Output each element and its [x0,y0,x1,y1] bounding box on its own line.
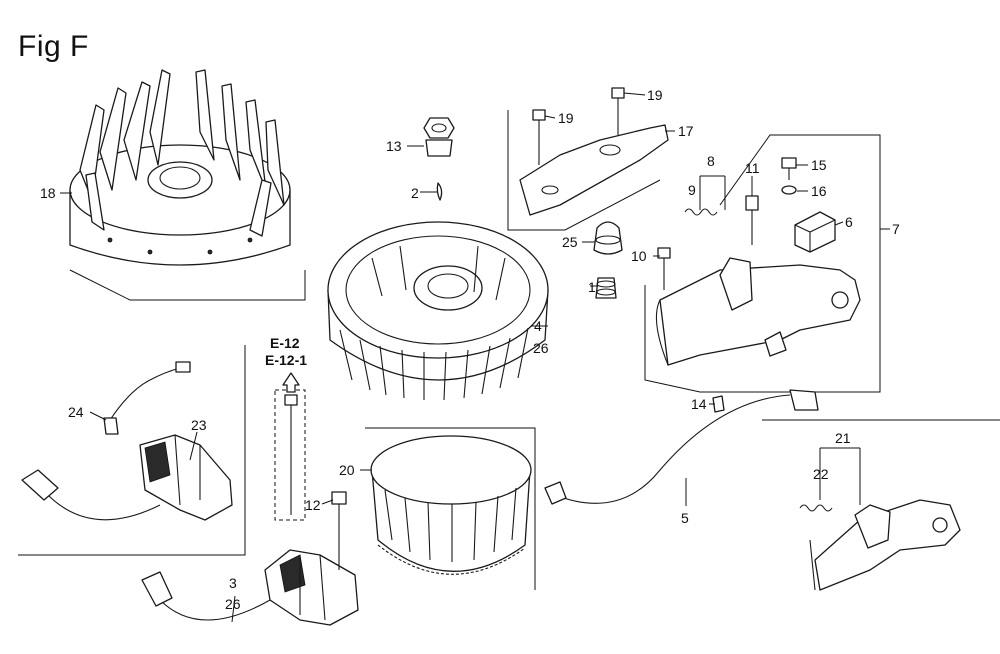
callout-24: 24 [68,404,84,420]
callout-25: 25 [562,234,578,250]
bolt-11 [745,195,759,245]
spring-22 [799,504,833,512]
callout-4: 4 [534,318,542,334]
callout-11: 11 [745,160,760,176]
flywheel-18-box [69,269,306,301]
callout-16: 16 [811,183,827,199]
callout-15: 15 [811,157,827,173]
callout-26a: 26 [533,340,549,356]
bolt-19b [611,87,625,135]
nut-13 [423,117,455,157]
callout-13: 13 [386,138,402,154]
governor-21 [809,499,961,591]
callout-3: 3 [229,575,237,591]
bracket-7 [655,257,861,366]
cover-17 [519,124,669,216]
bracket-7-box [644,134,881,393]
callout-6: 6 [845,214,853,230]
washer-16 [781,185,797,195]
reference-e12: E-12 [270,335,300,351]
callout-22: 22 [813,466,829,482]
callout-18: 18 [40,185,56,201]
callout-5: 5 [681,510,689,526]
ref-arrow [282,372,300,393]
callout-17: 17 [678,123,694,139]
bolt-10 [657,247,671,290]
fan-20 [370,435,532,575]
rubber-mount-25 [593,221,623,255]
clip-14 [712,395,725,413]
ref-e12-box [274,389,306,521]
switch-6 [794,211,836,253]
callout-9: 9 [688,182,696,198]
figure-title: Fig F [18,30,89,63]
lead-5 [544,389,819,505]
ignition-coil-3 [141,549,359,626]
callout-20: 20 [339,462,355,478]
ignition-23-box [18,345,246,556]
flywheel-4 [327,221,549,401]
callout-21: 21 [835,430,851,446]
grommet-1 [595,277,617,299]
bolt-12 [331,491,347,570]
callout-19b: 19 [647,87,663,103]
fan-20-box [365,427,536,590]
bolt-19a [532,109,546,165]
callout-26b: 26 [225,596,241,612]
callout-2: 2 [411,185,419,201]
reference-e12-1: E-12-1 [265,352,308,368]
callout-7: 7 [892,221,900,237]
ignition-coil-23 [21,434,233,521]
wire-24 [103,361,191,435]
callout-8: 8 [707,153,715,169]
callout-10: 10 [631,248,647,264]
callout-23: 23 [191,417,207,433]
spring-9 [684,208,718,216]
key-2 [436,182,443,201]
callout-12: 12 [305,497,321,513]
leader-lines [60,92,890,623]
flywheel-18 [69,69,291,266]
stud-ref [284,394,298,515]
cover-17-box [507,110,661,231]
bolt-15 [781,157,797,180]
callout-14: 14 [691,396,707,412]
callout-19a: 19 [558,110,574,126]
callout-1: 1 [588,279,596,295]
